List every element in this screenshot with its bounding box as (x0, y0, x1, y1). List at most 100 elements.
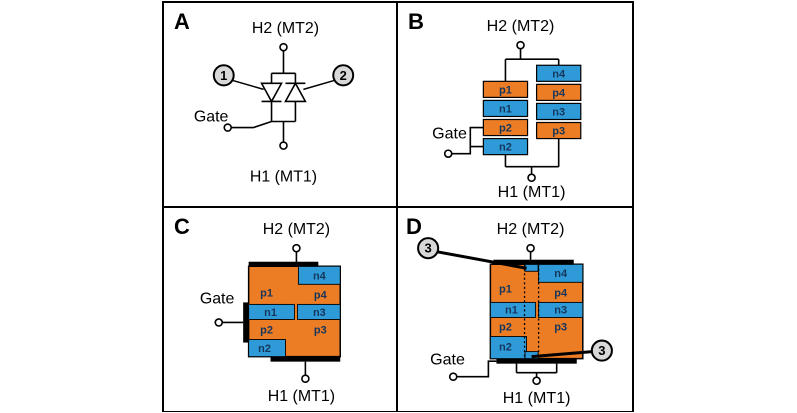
c-label-n4: n4 (313, 270, 327, 282)
c-label-n1: n1 (264, 307, 277, 319)
panel-d: D H2 (MT2) p1 n4 p4 (398, 207, 632, 411)
panel-b-h2-terminal (516, 40, 525, 50)
panel-a-drawing: A H2 (MT2) Gate H1 (MT1) 1 (174, 9, 355, 186)
panel-a-h1-label: H1 (MT1) (250, 169, 317, 186)
panel-c-drawing: C H2 (MT2) p1 n4 p4 n1 n3 (174, 214, 341, 405)
figure-triac-structure: A H2 (MT2) Gate H1 (MT1) 1 (162, 1, 634, 412)
layer-p1 (482, 80, 529, 99)
thyristor-2-triangle (284, 81, 307, 103)
panel-d-gate-wire (456, 360, 497, 378)
callout-3-bottom-line (531, 349, 593, 358)
d-label-n2: n2 (499, 341, 512, 353)
panel-c-gate-label: Gate (200, 290, 235, 307)
c-region-n4 (297, 265, 341, 285)
panel-d-drawing: D H2 (MT2) p1 n4 p4 (406, 214, 613, 407)
panel-a-gate-terminal (223, 123, 233, 132)
layer-n4 (535, 64, 582, 82)
panel-c-h2-terminal (292, 243, 301, 253)
panel-b-gate-terminal (443, 149, 453, 158)
callout-3-top-number: 3 (424, 241, 431, 256)
panel-b-h2-label: H2 (MT2) (487, 17, 555, 35)
callout-3-top-badge: 3 (417, 236, 527, 270)
d-label-p1: p1 (499, 283, 512, 295)
panel-c-h1-label: H1 (MT1) (268, 388, 335, 405)
layer-n1 (482, 99, 529, 118)
panel-c-h1-terminal (301, 374, 310, 383)
panel-b-gate-wiring (451, 126, 484, 155)
panel-a-gate-wire (231, 120, 272, 129)
callout-1-circle (212, 64, 235, 87)
callout-1-number: 1 (220, 68, 227, 83)
callout-3-top-line (436, 250, 527, 270)
c-label-p4: p4 (314, 289, 328, 301)
panel-d-bottom-wiring (515, 363, 558, 377)
panel-d-h2-label: H2 (MT2) (497, 220, 565, 238)
layer-p4 (535, 83, 582, 102)
panel-c-silicon-block: p1 n4 p4 n1 n3 p2 p3 n2 (243, 261, 341, 362)
layer-n3-label: n3 (552, 106, 565, 118)
layer-n4-label: n4 (552, 68, 566, 80)
panel-c-letter: C (174, 214, 190, 239)
panel-a-h2-terminal (279, 42, 288, 52)
panel-b: B H2 (MT2) p1 n1 p2 n2 n4 p4 (398, 3, 632, 208)
panel-b-h1-terminal (527, 173, 536, 183)
layer-p3-label: p3 (552, 126, 565, 138)
callout-1-badge: 1 (212, 64, 264, 91)
callout-3-bottom-badge: 3 (531, 339, 613, 362)
thyristor-1-triangle (260, 82, 283, 104)
panel-d-gate-terminal (448, 372, 458, 381)
panel-d-h1-terminal (532, 376, 541, 385)
panel-c-h2-label: H2 (MT2) (263, 221, 330, 238)
c-label-n3: n3 (313, 307, 326, 319)
layer-p2-label: p2 (499, 123, 512, 135)
callout-3-bottom-circle (590, 339, 613, 362)
panel-d-gate-label: Gate (430, 351, 465, 369)
d-bottom-electrode (496, 358, 577, 364)
layer-n2-label: n2 (499, 142, 512, 154)
d-label-p2: p2 (499, 321, 512, 333)
panel-b-top-wiring (504, 48, 560, 82)
callout-3-bottom-number: 3 (598, 343, 605, 358)
panel-d-h1-label: H1 (MT1) (503, 389, 571, 407)
callout-3-top-circle (417, 236, 440, 260)
d-label-n3: n3 (554, 304, 567, 316)
c-top-electrode (248, 261, 319, 267)
panel-a-gate-label: Gate (194, 108, 229, 125)
c-region-n3 (296, 303, 341, 320)
d-label-p3: p3 (554, 321, 567, 333)
d-label-p4: p4 (554, 287, 568, 299)
callout-2-circle (332, 64, 355, 87)
layer-n3 (535, 102, 582, 121)
panel-a-letter: A (174, 9, 190, 34)
panel-b-bottom-wiring (504, 138, 560, 174)
d-top-n-notch (524, 263, 539, 272)
panel-d-silicon-block: p1 n4 p4 n1 n3 p2 p3 n2 (489, 259, 584, 364)
c-label-p3: p3 (314, 324, 327, 336)
d-label-n1: n1 (505, 304, 518, 316)
d-top-electrode (493, 259, 574, 265)
callout-2-badge: 2 (303, 64, 355, 91)
c-bottom-electrode (270, 356, 341, 362)
panel-c-gate-terminal (214, 318, 224, 327)
layer-p1-label: p1 (499, 84, 512, 96)
panel-a: A H2 (MT2) Gate H1 (MT1) 1 (164, 3, 398, 208)
c-label-p2: p2 (260, 324, 273, 336)
panel-b-h1-label: H1 (MT1) (498, 183, 566, 201)
panel-a-h2-label: H2 (MT2) (252, 20, 319, 37)
c-label-p1: p1 (260, 287, 273, 299)
layer-p4-label: p4 (552, 87, 566, 99)
panel-b-gate-label: Gate (432, 125, 467, 143)
panel-b-drawing: B H2 (MT2) p1 n1 p2 n2 n4 p4 (408, 9, 582, 201)
panel-d-h2-terminal (526, 243, 535, 253)
callout-2-line (303, 79, 335, 91)
c-region-n2 (248, 338, 286, 357)
callout-2-number: 2 (340, 68, 347, 83)
panel-b-letter: B (408, 9, 424, 34)
panel-a-h1-terminal (279, 141, 288, 150)
panel-c: C H2 (MT2) p1 n4 p4 n1 n3 (164, 207, 398, 411)
c-label-n2: n2 (258, 343, 271, 355)
d-label-n4: n4 (554, 268, 568, 280)
layer-n1-label: n1 (499, 103, 512, 115)
callout-1-line (232, 79, 264, 91)
